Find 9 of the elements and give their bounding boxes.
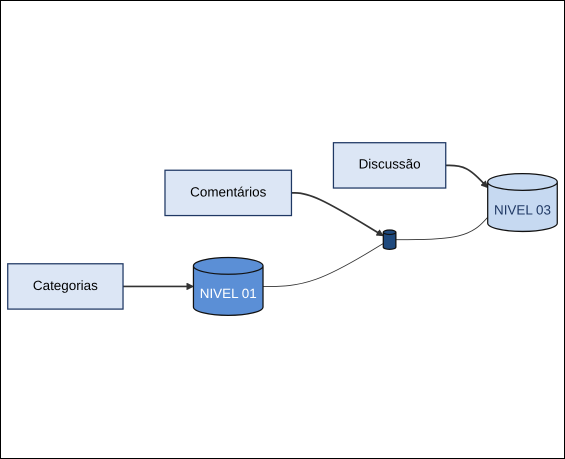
connector (395, 217, 488, 241)
arrow (123, 283, 194, 291)
arrow (446, 165, 488, 189)
node-cylinder (382, 230, 396, 250)
node-box: Comentários (164, 170, 292, 217)
node-box: Categorias (7, 264, 124, 310)
arrow (291, 192, 384, 237)
node-box: Discussão (332, 142, 446, 190)
connector (262, 244, 384, 288)
